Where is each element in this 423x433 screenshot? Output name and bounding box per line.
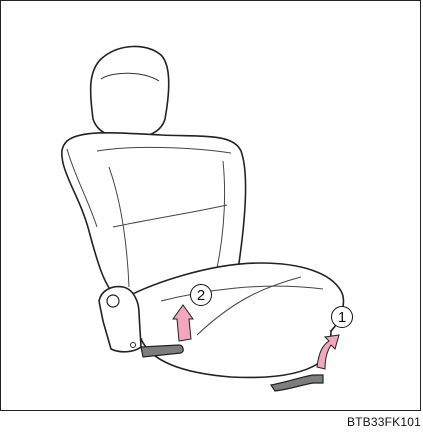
- slide-adjust-bar: [271, 375, 323, 391]
- callout-2: 2: [190, 284, 212, 306]
- recliner-housing: [99, 287, 141, 352]
- callout-2-label: 2: [197, 288, 205, 303]
- seat-illustration: [1, 1, 422, 412]
- figure-code: BTB33FK101: [347, 415, 421, 429]
- callout-1: 1: [331, 306, 353, 328]
- callout-1-label: 1: [338, 310, 346, 325]
- illustration-frame: 2 1: [0, 0, 421, 411]
